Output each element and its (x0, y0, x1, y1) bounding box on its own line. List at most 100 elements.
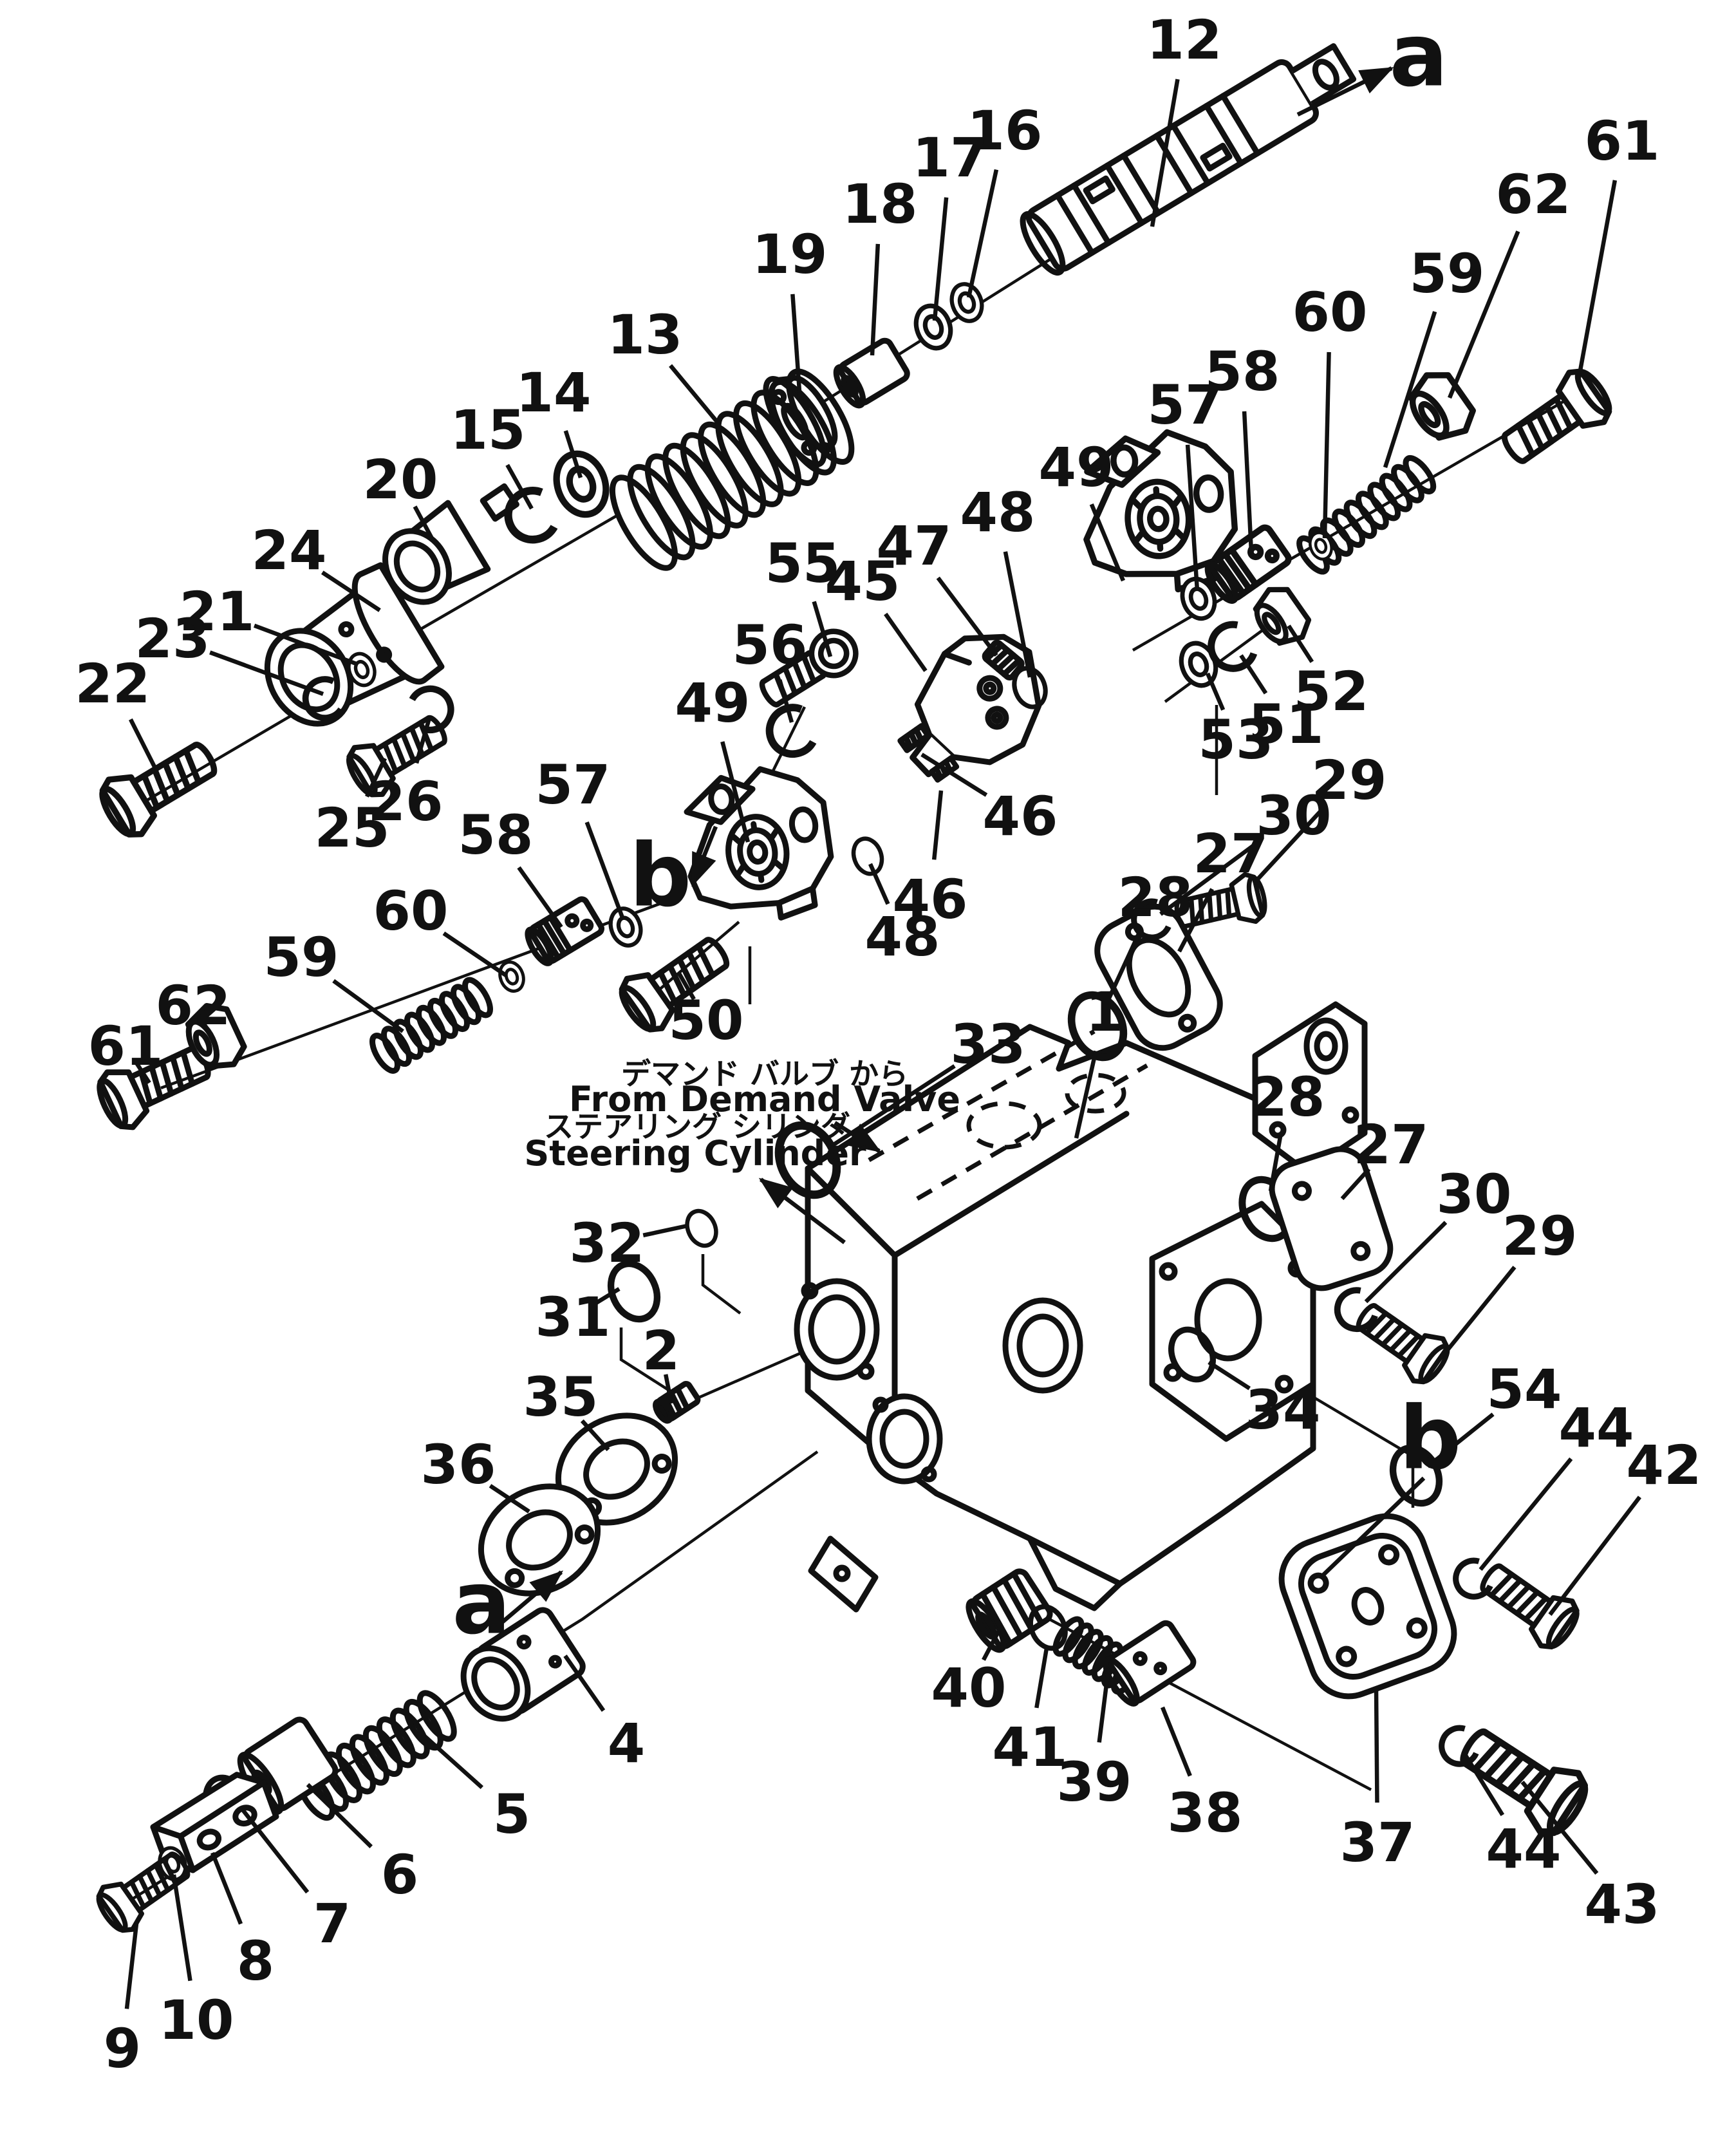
leader-2 (664, 1374, 674, 1404)
leader-61 (1576, 180, 1618, 382)
callout-28: 28 (1250, 1065, 1325, 1129)
leader-43 (1520, 1780, 1599, 1875)
leader-49 (720, 741, 751, 843)
callout-44: 44 (1486, 1817, 1562, 1880)
leader-lines (124, 79, 1641, 2009)
callout-6: 6 (381, 1843, 418, 1906)
leader-30 (1364, 1221, 1448, 1304)
leader-53 (1206, 672, 1226, 711)
leader-34 (1208, 1360, 1251, 1391)
leader-57 (584, 821, 626, 921)
leader-4 (563, 1655, 606, 1712)
callout-18: 18 (843, 173, 918, 236)
callout-35: 35 (523, 1365, 599, 1429)
callout-24: 24 (252, 519, 327, 582)
part-flange-27-top (1094, 903, 1223, 1051)
leader-17 (932, 197, 949, 321)
callout-13: 13 (608, 303, 683, 366)
part-poppet-38 (1103, 1620, 1197, 1707)
view-marker-a-top: a (1389, 5, 1448, 106)
callout-32: 32 (570, 1212, 645, 1275)
callout-55: 55 (765, 532, 841, 595)
callout-2: 2 (642, 1319, 680, 1382)
part-washer-17 (910, 301, 956, 353)
part-cover-37 (1278, 1513, 1457, 1700)
leader-41 (1034, 1647, 1049, 1709)
callout-48: 48 (865, 905, 940, 968)
callout-26: 26 (368, 770, 443, 833)
callout-21: 21 (180, 580, 255, 643)
leader-60 (442, 932, 507, 977)
leader-35 (580, 1419, 610, 1452)
leader-38 (1160, 1706, 1192, 1777)
leader-6 (306, 1783, 373, 1848)
part-nut-52 (1247, 581, 1314, 653)
callout-42: 42 (1627, 1434, 1702, 1497)
callout-52: 52 (1294, 660, 1369, 723)
leader-29 (1252, 808, 1324, 885)
callout-7: 7 (313, 1892, 351, 1955)
leader-47 (936, 576, 998, 657)
leader-48 (1003, 551, 1032, 678)
leader-44 (1462, 1751, 1505, 1817)
leader-25 (365, 757, 387, 798)
arrow-a-bottom (500, 1570, 564, 1624)
leader-45 (884, 612, 928, 672)
callout-60: 60 (373, 879, 449, 942)
callout-61: 61 (1585, 109, 1660, 173)
leader-24 (321, 570, 381, 612)
callout-48: 48 (960, 481, 1036, 544)
leader-7 (240, 1807, 310, 1894)
callout-44: 44 (1559, 1396, 1634, 1459)
leader-10 (171, 1874, 192, 1982)
leader-31 (592, 1287, 621, 1306)
callout-51: 51 (1249, 693, 1324, 756)
callout-8: 8 (237, 1929, 274, 1993)
arrow-b-middle (690, 825, 718, 887)
callout-34: 34 (1246, 1378, 1321, 1441)
leader-5 (416, 1729, 484, 1790)
callout-33: 33 (951, 1013, 1026, 1076)
leader-21 (253, 623, 359, 667)
callout-60: 60 (1293, 281, 1368, 344)
callout-9: 9 (104, 2017, 141, 2080)
leader-44 (1479, 1457, 1573, 1571)
callout-37: 37 (1340, 1811, 1415, 1874)
callout-16: 16 (967, 99, 1043, 162)
leader-22 (128, 718, 158, 771)
part-spool-58-left (523, 897, 603, 967)
annotation-steering-cylinder-en: Steering Cylinder (524, 1133, 866, 1174)
leader-19 (790, 294, 803, 401)
callout-1: 1 (1086, 980, 1123, 1044)
leader-62 (1447, 230, 1520, 399)
part-block-8 (150, 1772, 279, 1873)
callout-22: 22 (75, 652, 151, 715)
callout-20: 20 (363, 448, 438, 511)
annotation-from-demand-valve-en: From Demand Valve (569, 1079, 960, 1120)
part-cover-27-bottom (1269, 1146, 1394, 1291)
leader-14 (563, 430, 583, 478)
part-spacer-18 (833, 337, 910, 409)
callout-17: 17 (913, 126, 988, 189)
callout-57: 57 (1148, 373, 1223, 436)
leader-56 (778, 679, 794, 723)
leader-59 (1383, 311, 1437, 468)
callout-39: 39 (1057, 1750, 1132, 1814)
leader-20 (413, 505, 434, 541)
leader-12 (1150, 79, 1180, 227)
part-spool-12 (1020, 43, 1357, 276)
part-spring-59-left (368, 976, 495, 1074)
callout-49: 49 (675, 671, 751, 735)
part-washer-16 (947, 280, 987, 326)
arrow-steering-cylinder (758, 1177, 846, 1244)
callout-40: 40 (931, 1656, 1007, 1720)
annotation-steering-cylinder-jp: ステアリング シリンダ (544, 1109, 850, 1144)
part-plug-40 (966, 1568, 1053, 1653)
leader-51 (1239, 654, 1268, 695)
annotation-from-demand-valve-jp: デマンド バルブ から (621, 1056, 908, 1091)
part-oring-48-bottom (849, 835, 887, 878)
leader-27 (1340, 1167, 1371, 1201)
leader-26 (414, 715, 433, 764)
leader-59 (332, 979, 404, 1033)
